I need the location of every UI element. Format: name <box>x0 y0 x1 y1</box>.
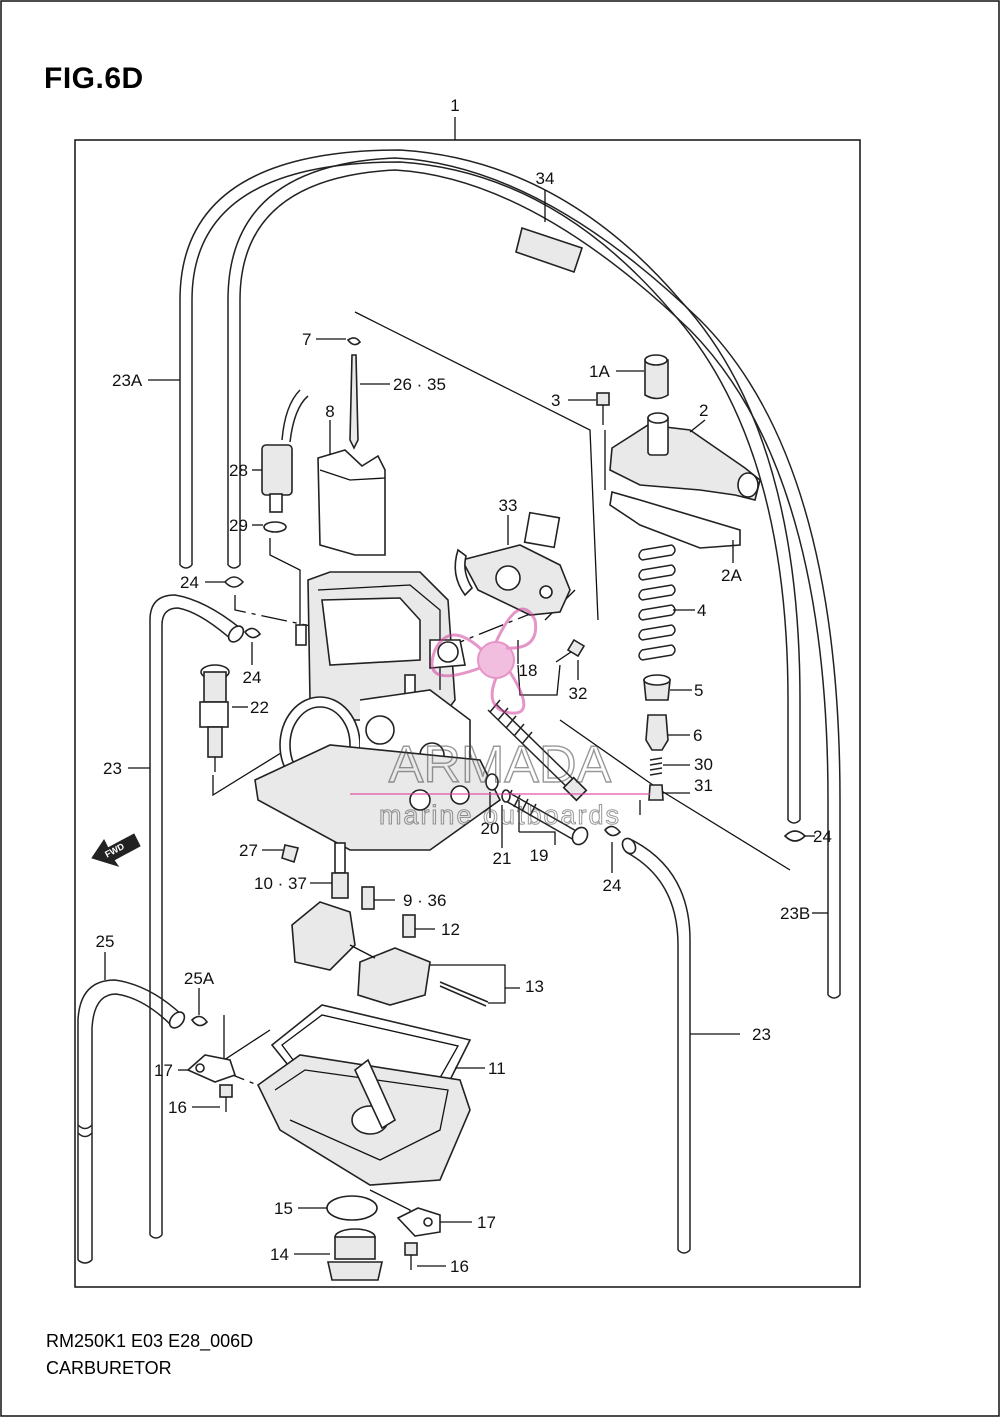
jet-needle-26 <box>349 354 359 450</box>
clamp-24-c <box>783 830 807 842</box>
figure-title: FIG.6D <box>44 62 144 95</box>
callout-11: 11 <box>488 1059 506 1078</box>
o-ring-20 <box>485 773 499 791</box>
clamp-24-d <box>603 825 622 837</box>
watermark: ARMADA marine outboards <box>350 607 650 831</box>
callout-10-37: 10 · 37 <box>254 874 307 893</box>
clamp-24-b <box>243 627 262 639</box>
callout-2: 2 <box>699 401 708 420</box>
callout-33: 33 <box>499 496 518 515</box>
callout-7: 7 <box>302 330 311 349</box>
callout-17-b: 17 <box>477 1213 496 1232</box>
callout-4: 4 <box>697 601 706 620</box>
callout-9-36: 9 · 36 <box>403 891 446 910</box>
screw-3 <box>596 392 610 406</box>
o-ring-29 <box>263 521 287 533</box>
throttle-valve-8 <box>317 449 386 556</box>
callout-25: 25 <box>96 932 115 951</box>
callout-26-35: 26 · 35 <box>393 375 446 394</box>
spring-30 <box>649 757 663 776</box>
cap-1A <box>644 359 669 400</box>
model-code: RM250K1 E03 E28_006D <box>46 1331 254 1351</box>
bolt-16-a <box>219 1084 233 1112</box>
callout-23B: 23B <box>780 904 810 923</box>
callout-23-a: 23 <box>103 759 122 778</box>
callout-6: 6 <box>693 726 702 745</box>
drain-plug-14 <box>327 1228 383 1281</box>
propeller-logo-icon <box>430 607 538 715</box>
float-13 <box>291 901 489 1007</box>
starter-valve-22 <box>199 664 230 772</box>
callout-24-a: 24 <box>180 573 199 592</box>
forward-arrow-icon: FWD <box>91 833 141 867</box>
callout-24-c: 24 <box>813 827 832 846</box>
callout-18: 18 <box>519 661 538 680</box>
clamp-25A <box>190 1015 209 1027</box>
main-jet-9 <box>361 886 375 910</box>
needle-clip-7 <box>346 337 362 346</box>
callout-28: 28 <box>229 461 248 480</box>
callout-3: 3 <box>551 391 560 410</box>
callout-14: 14 <box>270 1245 289 1264</box>
float-bowl <box>256 1054 471 1186</box>
callout-1: 1 <box>450 96 459 115</box>
top-cover-2 <box>609 424 761 501</box>
callout-17-a: 17 <box>154 1061 173 1080</box>
callout-5: 5 <box>694 681 703 700</box>
screw-32 <box>566 638 586 658</box>
assembly-frame <box>74 139 861 1288</box>
callout-13: 13 <box>525 977 544 996</box>
part-group-name: CARBURETOR <box>46 1358 172 1378</box>
callout-labels: 1 34 7 26 · 35 8 1A 3 2 23A 28 29 33 2A … <box>96 96 832 1276</box>
callout-21: 21 <box>493 849 512 868</box>
gasket-2A <box>609 490 741 549</box>
bracket-17-a <box>186 1054 237 1083</box>
throttle-sensor-33 <box>454 511 571 616</box>
callout-16-b: 16 <box>450 1257 469 1276</box>
carburetor-parts <box>186 337 807 1281</box>
callout-23A: 23A <box>112 371 143 390</box>
callout-leader-lines <box>104 117 828 1267</box>
float-valve-12 <box>402 914 416 938</box>
callout-25A: 25A <box>184 969 215 988</box>
vent-hoses <box>77 149 841 1264</box>
bolt-16-b <box>404 1242 418 1270</box>
callout-32: 32 <box>569 684 588 703</box>
callout-2A: 2A <box>721 566 742 585</box>
watermark-tagline: marine outboards <box>379 800 621 830</box>
pilot-jet-27 <box>281 844 300 864</box>
starter-plunger-28 <box>261 444 293 496</box>
throttle-spring-4 <box>638 544 676 661</box>
callout-31: 31 <box>694 776 713 795</box>
callout-12: 12 <box>441 920 460 939</box>
callout-30: 30 <box>694 755 713 774</box>
callout-22: 22 <box>250 698 269 717</box>
carburetor-body <box>254 571 502 851</box>
callout-24-d: 24 <box>603 876 622 895</box>
needle-jet-10 <box>331 842 349 899</box>
hose-clamp-34 <box>515 226 584 274</box>
needle-holder-6 <box>645 714 669 751</box>
callout-20: 20 <box>481 819 500 838</box>
callout-19: 19 <box>530 846 549 865</box>
bracket-17-b <box>396 1207 441 1237</box>
part-31 <box>648 784 664 801</box>
callout-34: 34 <box>536 169 555 188</box>
callout-1A: 1A <box>589 362 610 381</box>
callout-24-b: 24 <box>243 668 262 687</box>
callout-29: 29 <box>229 516 248 535</box>
callout-15: 15 <box>274 1199 293 1218</box>
callout-16-a: 16 <box>168 1098 187 1117</box>
callout-27: 27 <box>239 841 258 860</box>
o-ring-15 <box>326 1195 378 1221</box>
watermark-brand: ARMADA <box>389 736 612 794</box>
callout-8: 8 <box>325 402 334 421</box>
clamp-24-a <box>223 576 245 588</box>
callout-23-b: 23 <box>752 1025 771 1044</box>
